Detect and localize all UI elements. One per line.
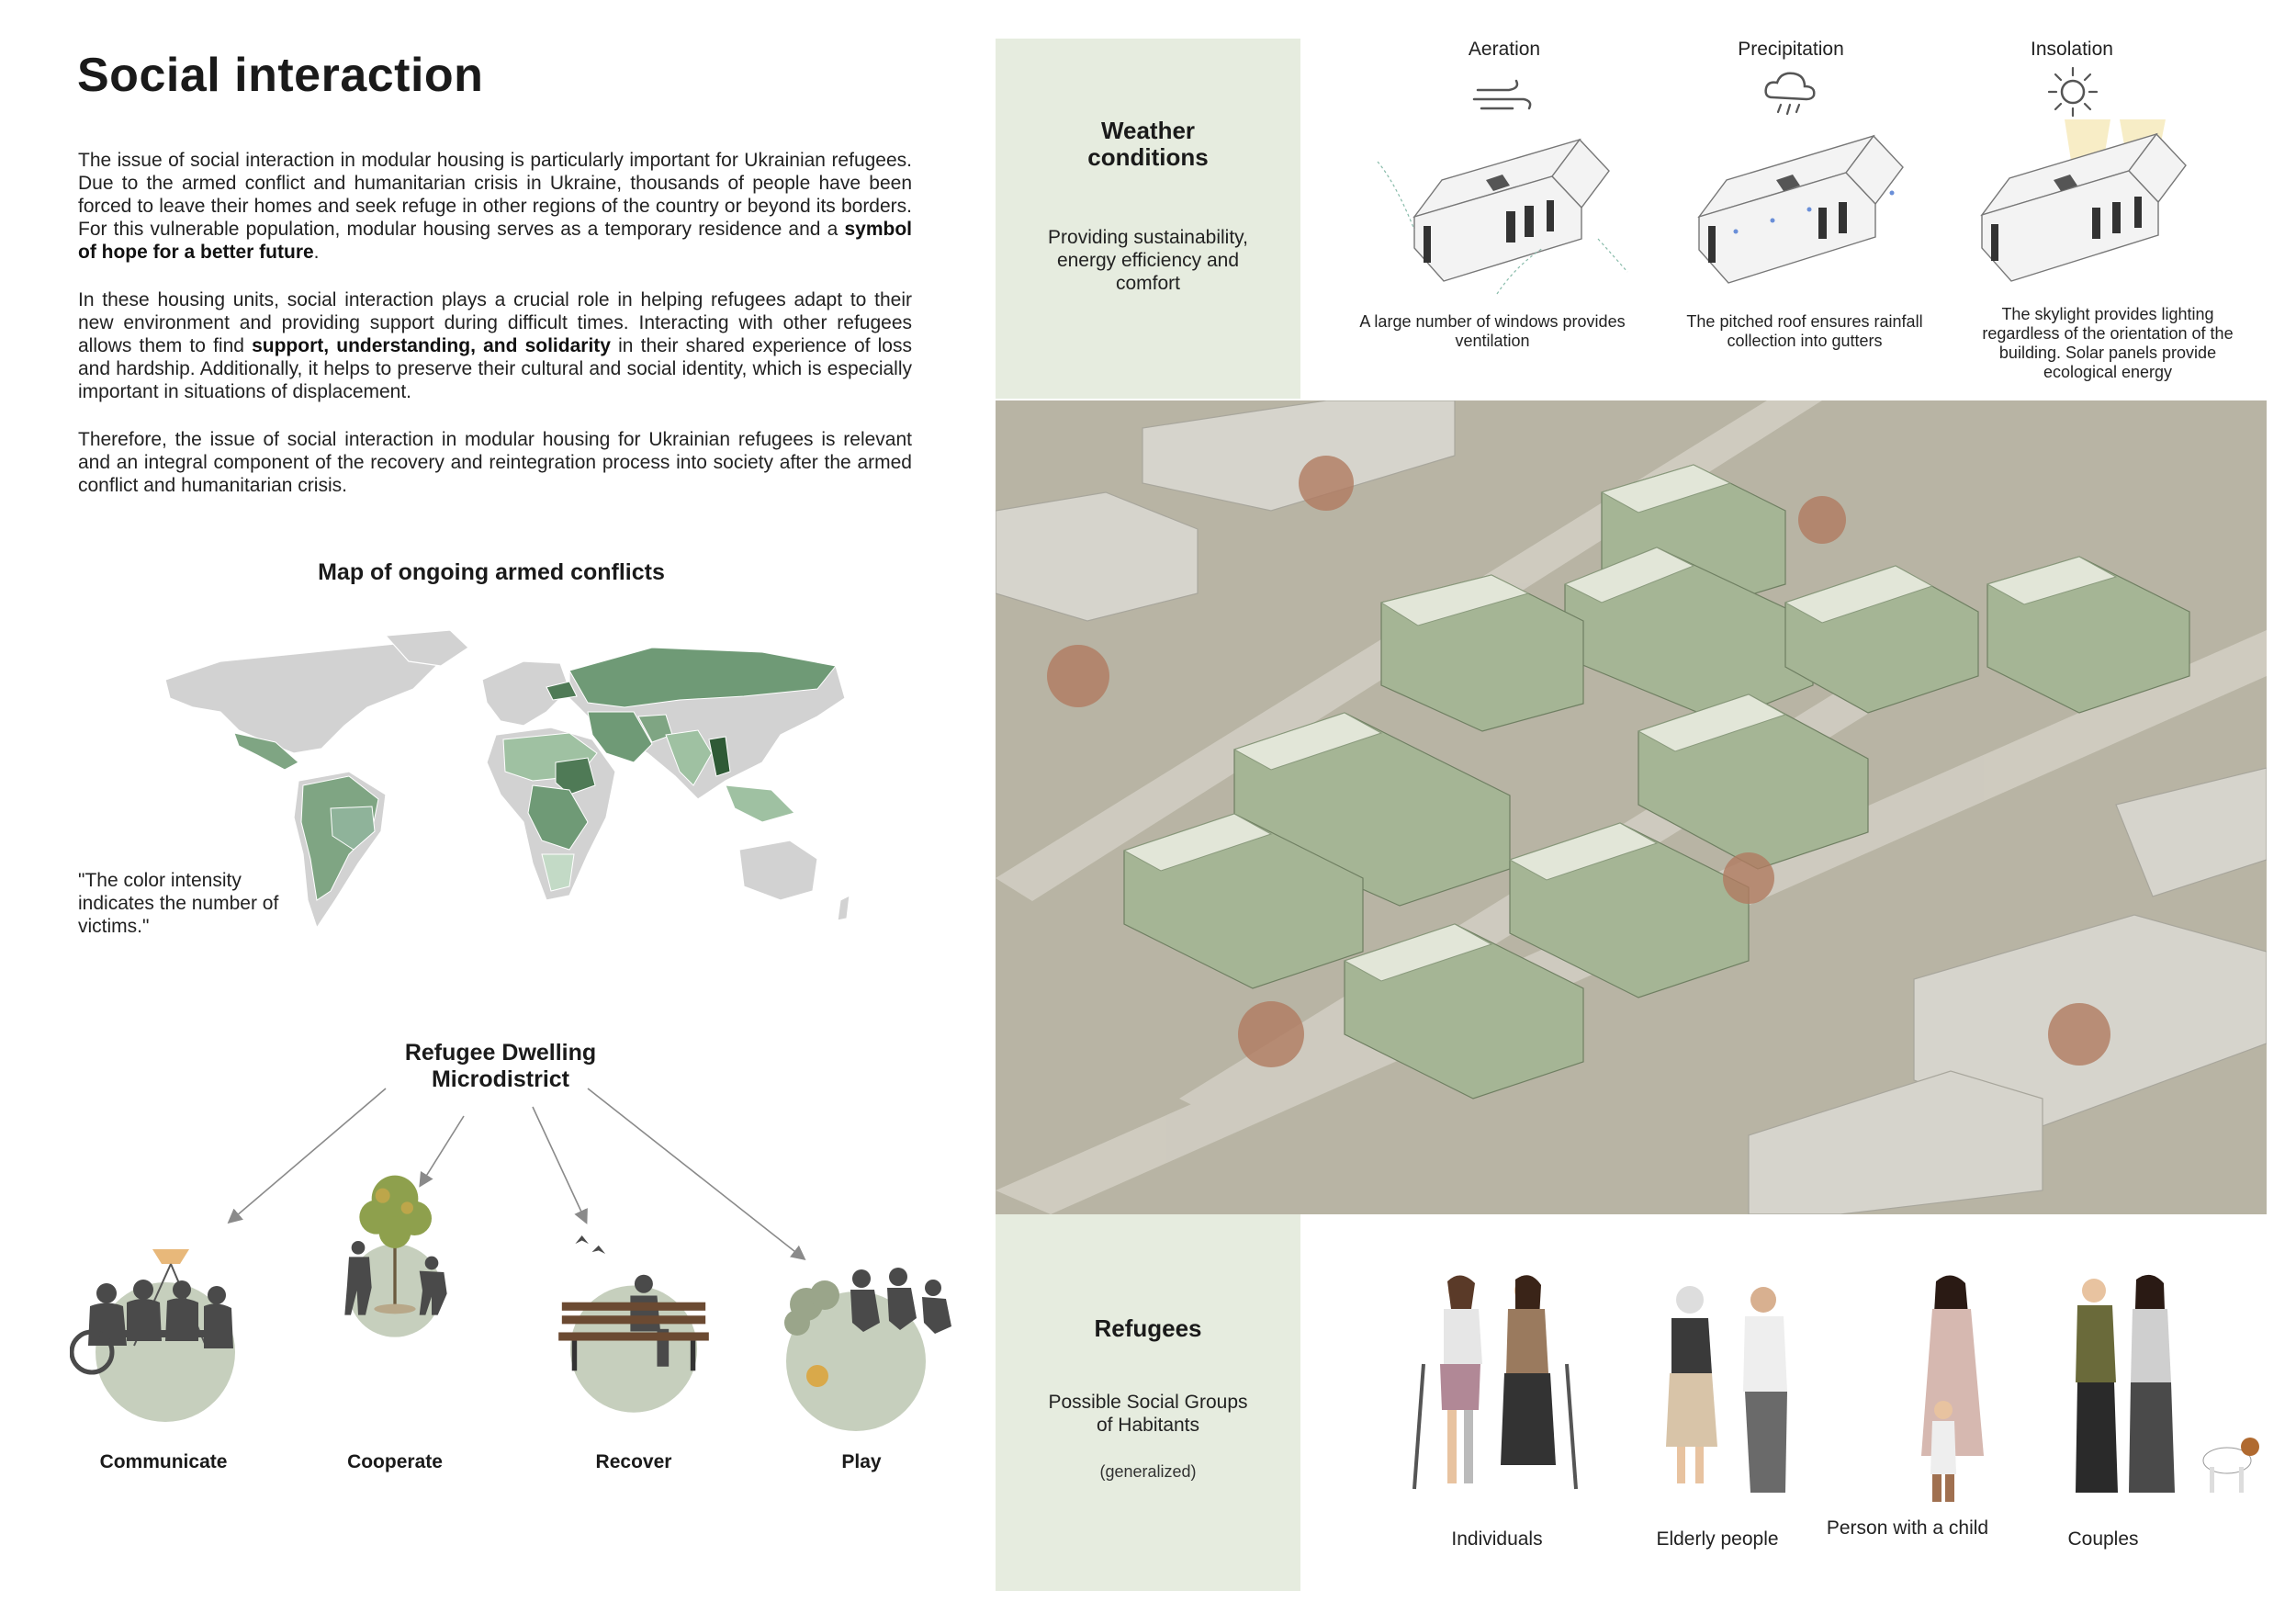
refugees-note: (generalized) [1099,1462,1197,1481]
weather-subheading: Providing sustainability, energy efficie… [1048,227,1248,294]
interaction-paragraph: In these housing units, social interacti… [78,288,912,403]
activity-label: Cooperate [347,1451,443,1472]
group-label-individuals: Individuals [1451,1528,1543,1550]
group-label-elderly: Elderly people [1656,1528,1779,1550]
weather-heading: Weather conditions [1087,117,1209,171]
children-playing-icon [784,1268,951,1431]
weather-caption-aeration: A large number of windows provides venti… [1359,312,1626,350]
couples-illustration [2076,1274,2259,1493]
europe-landmass [481,660,570,727]
precipitation-house-diagram [1697,134,1904,284]
person-on-bench-icon [558,1235,709,1413]
paragraph-text: . [313,242,320,263]
southern-africa-zone [541,853,575,892]
central-africa-conflict-zone [527,784,589,851]
page-title: Social interaction [77,49,484,102]
north-america-landmass [164,640,442,754]
activity-label: Play [841,1451,882,1472]
southeast-asia-conflict-zone [725,784,795,823]
map-legend-note: "The color intensity indicates the numbe… [78,870,279,937]
australia-landmass [738,840,818,901]
greenland-landmass [384,629,469,667]
paragraph-text: In these housing units, social interacti… [78,289,912,356]
weather-label-aeration: Aeration [1468,39,1541,60]
insolation-house-diagram [1980,119,2187,282]
refugees-panel: Refugees Possible Social Groups of Habit… [996,1214,1300,1591]
ukraine-conflict-zone [546,681,578,701]
district-title: Refugee Dwelling Microdistrict [404,1040,597,1092]
world-conflict-map [164,629,850,930]
middle-east-conflict-zone [587,711,653,763]
activity-label: Communicate [99,1451,228,1472]
weather-caption-insolation: The skylight provides lighting regardles… [1982,305,2234,381]
activity-label: Recover [595,1451,672,1472]
elderly-people-illustration [1666,1286,1787,1493]
refugees-subheading: Possible Social Groups of Habitants [1048,1392,1248,1436]
weather-caption-precipitation: The pitched roof ensures rainfall collec… [1686,312,1923,350]
arrow-to-cooperate [419,1115,465,1188]
new-zealand-landmass [837,894,850,921]
refugees-heading: Refugees [1094,1314,1202,1342]
aeration-house-diagram [1377,138,1628,295]
myanmar-conflict-zone [708,736,731,777]
paragraph-text: The issue of social interaction in modul… [78,150,912,240]
people-at-table-icon [70,1249,235,1422]
sun-icon [2047,66,2099,118]
conclusion-paragraph: Therefore, the issue of social interacti… [78,429,912,496]
mexico-conflict-zone [233,732,299,771]
brazil-conflict-zone [330,806,376,851]
russia-conflict-zone [568,647,837,708]
person-with-child-illustration [1921,1275,1984,1502]
paragraph-emphasis: symbol of hope for a better future [78,219,912,263]
intro-paragraph: The issue of social interaction in modul… [78,149,912,264]
sudan-conflict-zone [555,757,596,795]
microdistrict-aerial-illustration [996,400,2267,1214]
weather-panel: Weather conditions Providing sustainabil… [996,39,1300,399]
group-label-person-with-child: Person with a child [1826,1517,1989,1539]
weather-label-precipitation: Precipitation [1738,39,1844,60]
arrow-to-communicate [227,1088,387,1224]
paragraph-emphasis: support, understanding, and solidarity [252,335,611,356]
paragraph-text: in their shared experience of loss and h… [78,335,912,402]
individuals-illustration [1412,1275,1578,1490]
india-conflict-zone [665,729,713,786]
rain-cloud-icon [1764,72,1816,116]
planting-tree-icon [344,1175,447,1337]
arrow-to-recover [532,1106,588,1224]
weather-label-insolation: Insolation [2031,39,2113,60]
map-title: Map of ongoing armed conflicts [318,559,665,585]
wind-icon [1472,79,1532,110]
activity-arrows [227,1088,806,1260]
group-label-couples: Couples [2067,1528,2139,1550]
arrow-to-play [587,1088,806,1260]
